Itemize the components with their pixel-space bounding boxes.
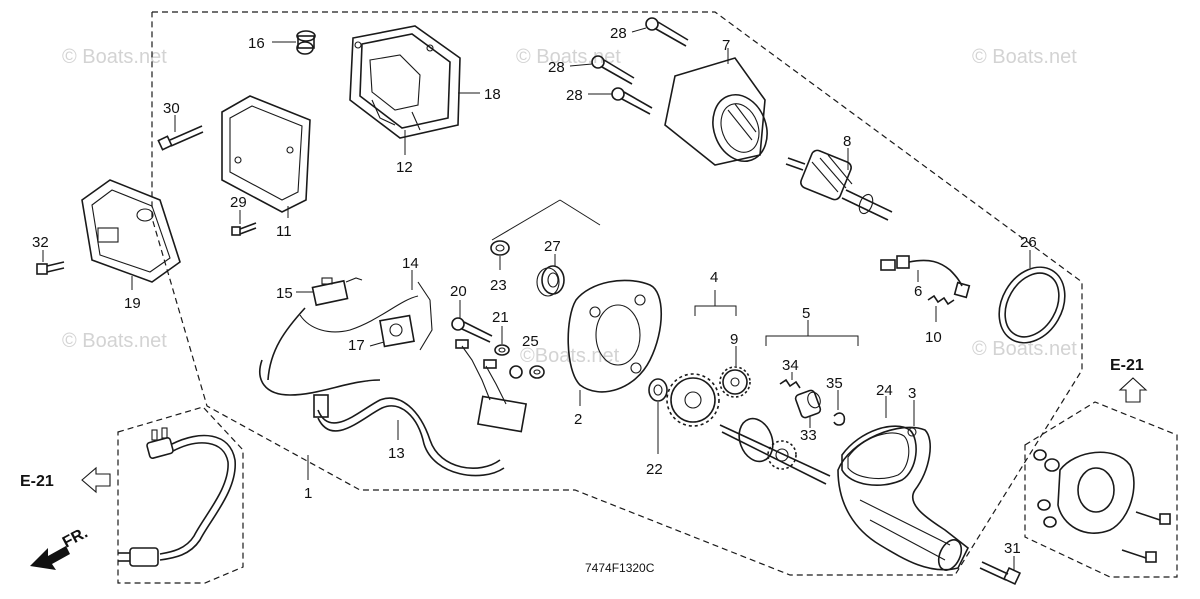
callout-21: 21 xyxy=(492,309,509,326)
callout-10: 10 xyxy=(925,329,942,346)
callout-9: 9 xyxy=(730,331,738,348)
part-9-pinion xyxy=(719,366,751,398)
part-6-connector-lead xyxy=(880,255,971,299)
callout-31: 31 xyxy=(1004,540,1021,557)
callout-2: 2 xyxy=(574,411,582,428)
part-11-cover xyxy=(221,95,311,213)
part-35-clip xyxy=(833,412,846,426)
callout-15: 15 xyxy=(276,285,293,302)
callout-35: 35 xyxy=(826,375,843,392)
callout-28-b: 28 xyxy=(548,59,565,76)
callout-34: 34 xyxy=(782,357,799,374)
part-21-nut xyxy=(494,344,510,356)
cord-box-boundary xyxy=(117,406,244,584)
part-3-starter-housing xyxy=(837,426,970,571)
part-31-bolt xyxy=(979,561,1022,586)
part-25-collar xyxy=(529,365,545,379)
callout-1: 1 xyxy=(304,485,312,502)
part-13-cable xyxy=(313,394,528,477)
watermark-mid-right: © Boats.net xyxy=(972,338,1077,360)
callout-22: 22 xyxy=(646,461,663,478)
callout-30: 30 xyxy=(163,100,180,117)
callout-26: 26 xyxy=(1020,234,1037,251)
callout-27: 27 xyxy=(544,238,561,255)
watermark-top-left: © Boats.net xyxy=(62,46,167,68)
part-7-motor-housing xyxy=(664,57,768,166)
part-10-spring xyxy=(927,294,955,306)
callout-11: 11 xyxy=(276,223,292,240)
callout-12: 12 xyxy=(396,159,413,176)
part-18-frame xyxy=(349,25,461,139)
part-26-o-ring xyxy=(998,266,1066,344)
bracket-box-boundary xyxy=(1024,401,1178,578)
part-29-screw xyxy=(231,222,257,236)
callout-28-a: 28 xyxy=(610,25,627,42)
terminal-leads xyxy=(455,339,523,405)
watermark-top-right: © Boats.net xyxy=(972,46,1077,68)
part-23-washer xyxy=(490,199,601,256)
callout-32: 32 xyxy=(32,234,49,251)
bracket-5 xyxy=(765,335,859,346)
callout-8: 8 xyxy=(843,133,851,150)
power-cord xyxy=(118,427,236,567)
part-5-drive-assembly xyxy=(719,417,831,485)
front-direction-arrow: FR. xyxy=(30,524,91,570)
part-14-wire-harness xyxy=(259,281,433,396)
callout-18: 18 xyxy=(484,86,501,103)
callout-20: 20 xyxy=(450,283,467,300)
diagram-code: 7474F1320C xyxy=(585,561,655,575)
callout-23: 23 xyxy=(490,277,507,294)
callout-29: 29 xyxy=(230,194,247,211)
bracket-4 xyxy=(694,305,737,316)
callout-14: 14 xyxy=(402,255,419,272)
part-15-switch xyxy=(311,277,363,307)
part-20-bolt xyxy=(451,317,493,343)
part-2-end-plate xyxy=(567,279,663,393)
callout-33: 33 xyxy=(800,427,817,444)
watermark-mid-left: © Boats.net xyxy=(62,330,167,352)
part-16-cap xyxy=(296,30,316,55)
callout-4: 4 xyxy=(710,269,718,286)
part-28-bolt-a xyxy=(645,17,689,47)
part-28-bolt-c xyxy=(611,87,653,115)
main-assembly-boundary xyxy=(151,11,1083,576)
callout-19: 19 xyxy=(124,295,141,312)
part-30-bolt xyxy=(157,125,204,151)
watermark-top-center: © Boats.net xyxy=(516,46,621,68)
ref-e21-left-label: E-21 xyxy=(20,473,54,490)
callout-5: 5 xyxy=(802,305,810,322)
part-8-armature xyxy=(785,149,893,221)
ref-e21-right-label: E-21 xyxy=(1110,357,1144,374)
callout-13: 13 xyxy=(388,445,405,462)
part-27-bearing xyxy=(536,265,565,297)
callout-3: 3 xyxy=(908,385,916,402)
ref-e21-left: E-21 xyxy=(20,466,111,494)
part-19-bracket xyxy=(81,179,181,283)
callout-17: 17 xyxy=(348,337,365,354)
callout-16: 16 xyxy=(248,35,265,52)
part-24-gasket xyxy=(841,425,917,486)
callout-7: 7 xyxy=(722,37,730,54)
part-34-spring xyxy=(779,378,801,389)
ref-e21-right: E-21 xyxy=(1110,357,1148,403)
part-17-relay xyxy=(379,314,415,348)
callout-28-c: 28 xyxy=(566,87,583,104)
right-bracket-plate xyxy=(1033,449,1171,563)
part-28-bolt-b xyxy=(591,55,635,85)
callout-6: 6 xyxy=(914,283,922,300)
part-33-sleeve xyxy=(794,389,822,419)
part-32-bolt xyxy=(36,261,65,275)
callout-24: 24 xyxy=(876,382,893,399)
callout-25: 25 xyxy=(522,333,539,350)
part-22-washer xyxy=(648,378,668,402)
part-4-gear xyxy=(666,373,720,427)
